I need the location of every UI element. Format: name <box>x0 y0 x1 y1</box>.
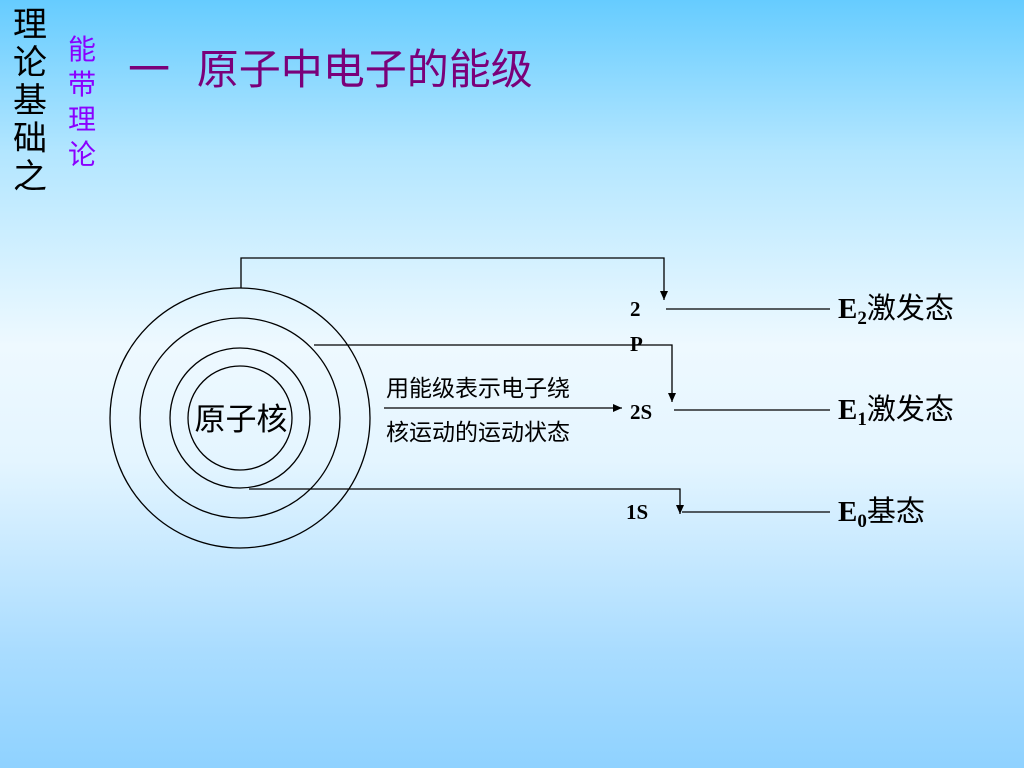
sidebar-sub-title: 能 带 理 论 <box>62 32 102 172</box>
level-name: 激发态 <box>867 392 954 426</box>
sidebar-sub-char: 带 <box>67 68 96 101</box>
level-name: 基态 <box>867 494 925 528</box>
orbital-label-2s: 2S <box>630 400 652 424</box>
description-line-2: 核运动的运动状态 <box>386 420 570 446</box>
sidebar-sub-char: 理 <box>67 103 96 136</box>
energy-level-label-e0: E0基态 <box>838 494 925 532</box>
sidebar-main-title: 理 论 基 础 之 <box>10 6 50 196</box>
orbital-label-2p-top: 2 <box>630 297 641 321</box>
sidebar-sub-char: 论 <box>67 138 96 171</box>
level-subscript: 1 <box>857 409 867 430</box>
orbit-inner-circle <box>169 347 311 489</box>
connector-2s <box>314 344 676 402</box>
orbit-outer-circle <box>109 287 371 549</box>
level-subscript: 2 <box>857 308 867 329</box>
level-symbol: E <box>838 394 857 426</box>
level-name: 激发态 <box>867 291 954 325</box>
nucleus-circle <box>187 365 293 471</box>
energy-level-label-e2: E2激发态 <box>838 291 954 329</box>
orbit-middle-circle <box>139 317 341 519</box>
sidebar-sub-char: 能 <box>67 33 96 66</box>
sidebar-main-char: 理 <box>13 5 47 45</box>
level-symbol: E <box>838 293 857 325</box>
sidebar-main-char: 基 <box>13 81 47 121</box>
connector-2p <box>240 257 668 300</box>
sidebar-main-char: 论 <box>13 43 47 83</box>
slide-title: 一 原子中电子的能级 <box>128 45 533 94</box>
sidebar-main-char: 之 <box>13 157 47 197</box>
nucleus-label: 原子核 <box>195 402 288 438</box>
level-symbol: E <box>838 496 857 528</box>
orbital-label-1s: 1S <box>626 500 648 524</box>
connector-1s <box>249 488 684 514</box>
description-line-1: 用能级表示电子绕 <box>386 376 570 402</box>
sidebar-main-char: 础 <box>13 119 47 159</box>
level-subscript: 0 <box>857 511 867 532</box>
orbital-label-2p-bottom: P <box>630 332 643 356</box>
energy-level-label-e1: E1激发态 <box>838 392 954 430</box>
